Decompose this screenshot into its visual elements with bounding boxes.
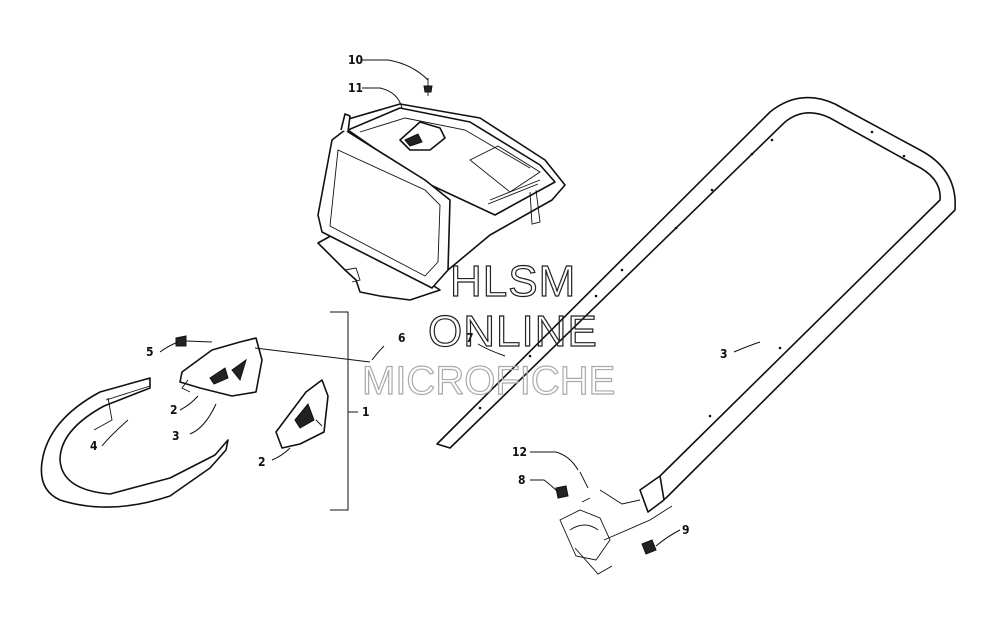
watermark-line3: MICROFICHE xyxy=(362,359,615,403)
bracket-upper xyxy=(179,337,263,397)
callout-1: 1 xyxy=(362,405,370,419)
callout-6: 6 xyxy=(398,331,406,345)
callout-5: 5 xyxy=(146,345,154,359)
watermark-line2: ONLINE xyxy=(428,307,598,356)
callout-2-lower: 2 xyxy=(258,455,266,469)
callout-2-upper: 2 xyxy=(170,403,178,417)
callout-3-rail: 3 xyxy=(720,347,728,361)
callouts: 10 11 6 7 5 1 2 3 4 2 3 12 8 9 xyxy=(90,53,728,537)
callout-3-upper: 3 xyxy=(172,429,180,443)
bumper xyxy=(40,377,229,508)
callout-4: 4 xyxy=(90,439,98,453)
leader-lines xyxy=(101,59,761,547)
callout-7: 7 xyxy=(466,331,474,345)
screw-10 xyxy=(423,78,433,96)
rail-holes xyxy=(478,130,906,418)
mount-hardware-detail xyxy=(555,471,673,575)
cargo-bag xyxy=(317,103,566,301)
callout-8: 8 xyxy=(518,473,526,487)
callout-10: 10 xyxy=(348,53,363,67)
watermark-line1: HLSM xyxy=(450,257,576,306)
bracket-lower xyxy=(275,379,329,449)
rail-frame xyxy=(436,96,956,513)
callout-11: 11 xyxy=(348,81,363,95)
screw-5 xyxy=(175,335,213,347)
callout-12: 12 xyxy=(512,445,527,459)
callout-9: 9 xyxy=(682,523,690,537)
watermark: HLSM ONLINE MICROFICHE xyxy=(361,256,616,403)
